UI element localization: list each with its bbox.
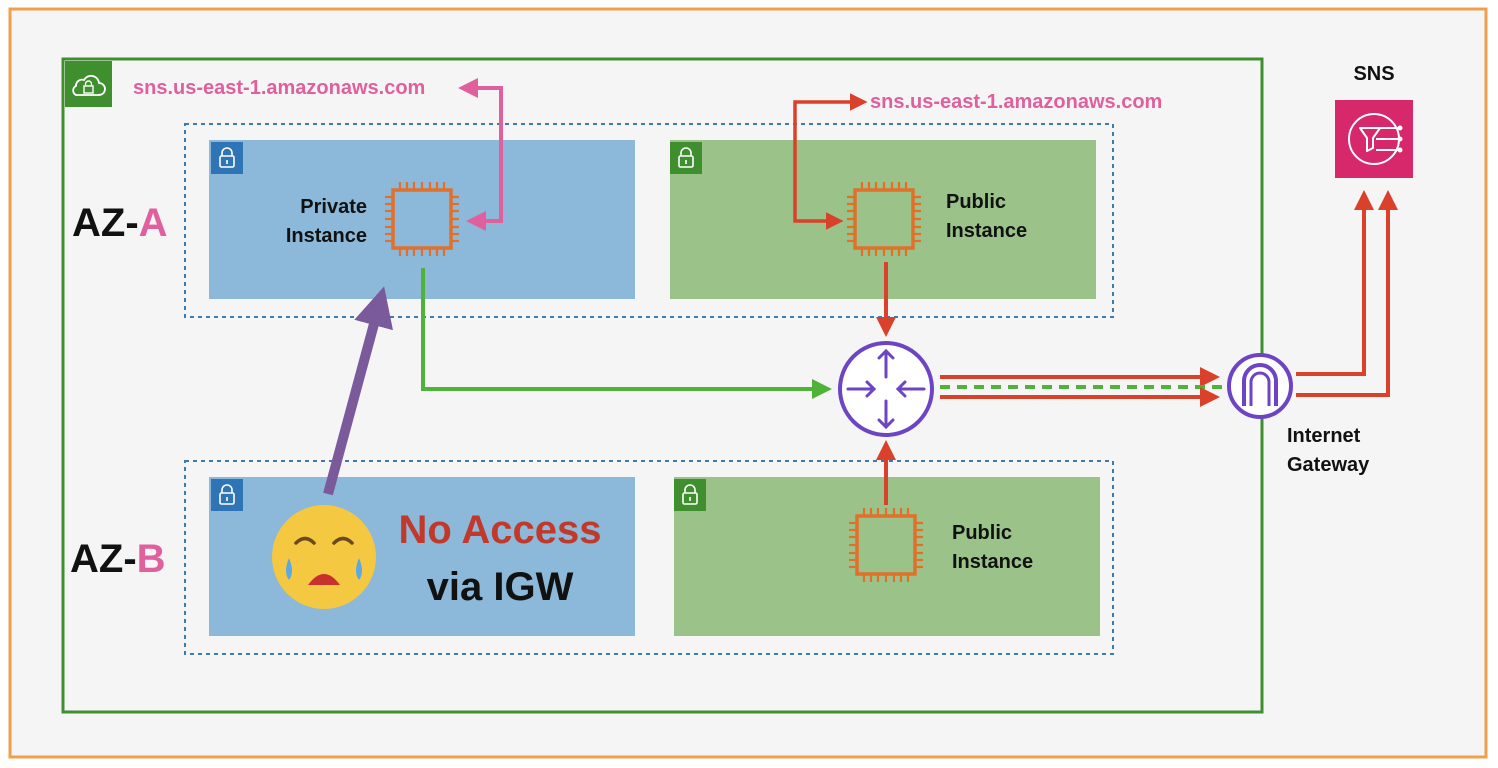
private-instance-label-line1: Private: [300, 196, 367, 218]
public-instance-a-label-line2: Instance: [946, 220, 1027, 242]
public-instance-b-label-line2: Instance: [952, 551, 1033, 573]
internet-gateway-icon: [1227, 353, 1293, 419]
padlock-icon: [674, 479, 706, 511]
padlock-icon: [670, 142, 702, 174]
az-b-label: AZ-B: [70, 537, 166, 581]
internet-gateway-label-line2: Gateway: [1287, 454, 1370, 476]
padlock-icon: [211, 142, 243, 174]
az-a-boundary: [184, 123, 1114, 318]
cloud-lock-icon: [65, 61, 112, 107]
sns-label: SNS: [1353, 63, 1394, 85]
public-subnet-a: [670, 140, 1096, 299]
blocked-access-arrow: [323, 286, 393, 496]
public-instance-b-label-line1: Public: [952, 522, 1012, 544]
private-instance-label-line2: Instance: [286, 225, 367, 247]
public-endpoint-arrow: [793, 93, 868, 230]
no-access-title: No Access: [398, 508, 601, 552]
az-a-label: AZ-A: [72, 201, 168, 245]
sns-icon: [1335, 100, 1413, 178]
router-icon: [838, 341, 934, 437]
crying-face-icon: [272, 505, 376, 609]
no-access-subtitle: via IGW: [427, 565, 574, 609]
private-endpoint-arrow: [458, 78, 503, 231]
igw-to-sns-arrow-2: [1296, 190, 1398, 397]
az-b-boundary: [184, 460, 1114, 655]
private-to-router-arrow: [421, 268, 832, 399]
public-instance-a-label-line1: Public: [946, 191, 1006, 213]
padlock-icon: [211, 479, 243, 511]
sns-endpoint-label-public: sns.us-east-1.amazonaws.com: [870, 91, 1162, 113]
internet-gateway-label-line1: Internet: [1287, 425, 1361, 447]
sns-endpoint-label-private: sns.us-east-1.amazonaws.com: [133, 77, 425, 99]
igw-to-sns-arrow-1: [1296, 190, 1374, 376]
